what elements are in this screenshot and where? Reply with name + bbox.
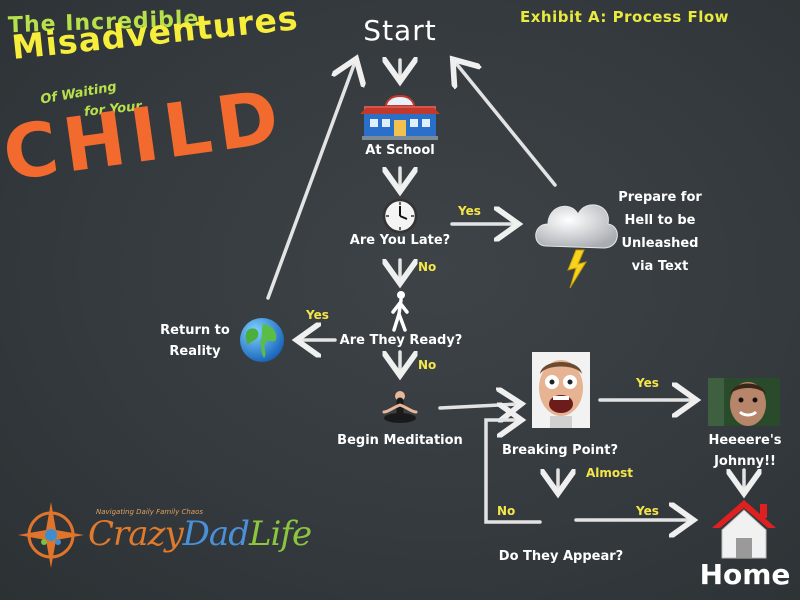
heeere-label: Heeeere's Johnny!! bbox=[690, 430, 800, 472]
return-label: Return to Reality bbox=[150, 320, 240, 362]
home-label: Home bbox=[699, 558, 791, 591]
logo-crazy: Crazy bbox=[88, 514, 184, 554]
meditation-icon bbox=[382, 391, 418, 423]
prepare-line-4: via Text bbox=[631, 259, 689, 274]
arrow-appear-loop-back bbox=[484, 420, 542, 524]
are-you-late-label: Are You Late? bbox=[349, 233, 451, 248]
begin-meditation-label: Begin Meditation bbox=[337, 433, 463, 448]
walking-person-icon bbox=[391, 291, 409, 332]
heeere-line-1: Heeeere's bbox=[708, 433, 782, 448]
screaming-face-photo bbox=[532, 352, 590, 428]
ready-no-label: No bbox=[418, 358, 437, 372]
breaking-yes-label: Yes bbox=[636, 376, 659, 390]
home-icon bbox=[712, 500, 776, 559]
compass-logo-icon bbox=[18, 502, 84, 568]
appear-no-label: No bbox=[497, 504, 516, 518]
prepare-label: Prepare for Hell to be Unleashed via Tex… bbox=[610, 186, 710, 278]
globe-icon bbox=[240, 318, 284, 362]
arrow-prepare-to-start bbox=[455, 62, 557, 187]
logo-tagline: Navigating Daily Family Chaos bbox=[96, 508, 204, 516]
return-line-2: Reality bbox=[169, 344, 221, 359]
logo-life: Life bbox=[248, 514, 312, 554]
are-they-ready-label: Are They Ready? bbox=[339, 333, 463, 348]
breaking-point-label: Breaking Point? bbox=[501, 443, 619, 458]
arrow-return-to-start bbox=[266, 62, 355, 300]
do-they-appear-label: Do They Appear? bbox=[498, 549, 624, 564]
late-yes-label: Yes bbox=[458, 204, 481, 218]
logo-dad: Dad bbox=[182, 514, 250, 554]
clock-icon bbox=[382, 198, 418, 234]
ready-yes-label: Yes bbox=[306, 308, 329, 322]
johnny-photo bbox=[708, 378, 780, 426]
prepare-line-1: Prepare for bbox=[618, 190, 702, 205]
prepare-line-2: Hell to be bbox=[624, 213, 696, 228]
at-school-label: At School bbox=[365, 143, 435, 158]
storm-cloud-icon bbox=[535, 204, 618, 289]
appear-yes-label: Yes bbox=[636, 504, 659, 518]
breaking-almost-label: Almost bbox=[586, 466, 634, 480]
logo-wordmark: CrazyDadLife bbox=[88, 514, 312, 554]
late-no-label: No bbox=[418, 260, 437, 274]
exhibit-title: Exhibit A: Process Flow bbox=[520, 8, 730, 26]
school-icon bbox=[360, 94, 440, 140]
start-label: Start bbox=[363, 14, 437, 47]
arrow-meditation-to-breaking bbox=[438, 404, 518, 408]
prepare-line-3: Unleashed bbox=[621, 236, 699, 251]
heeere-line-2: Johnny!! bbox=[714, 454, 776, 469]
return-line-1: Return to bbox=[160, 323, 230, 338]
